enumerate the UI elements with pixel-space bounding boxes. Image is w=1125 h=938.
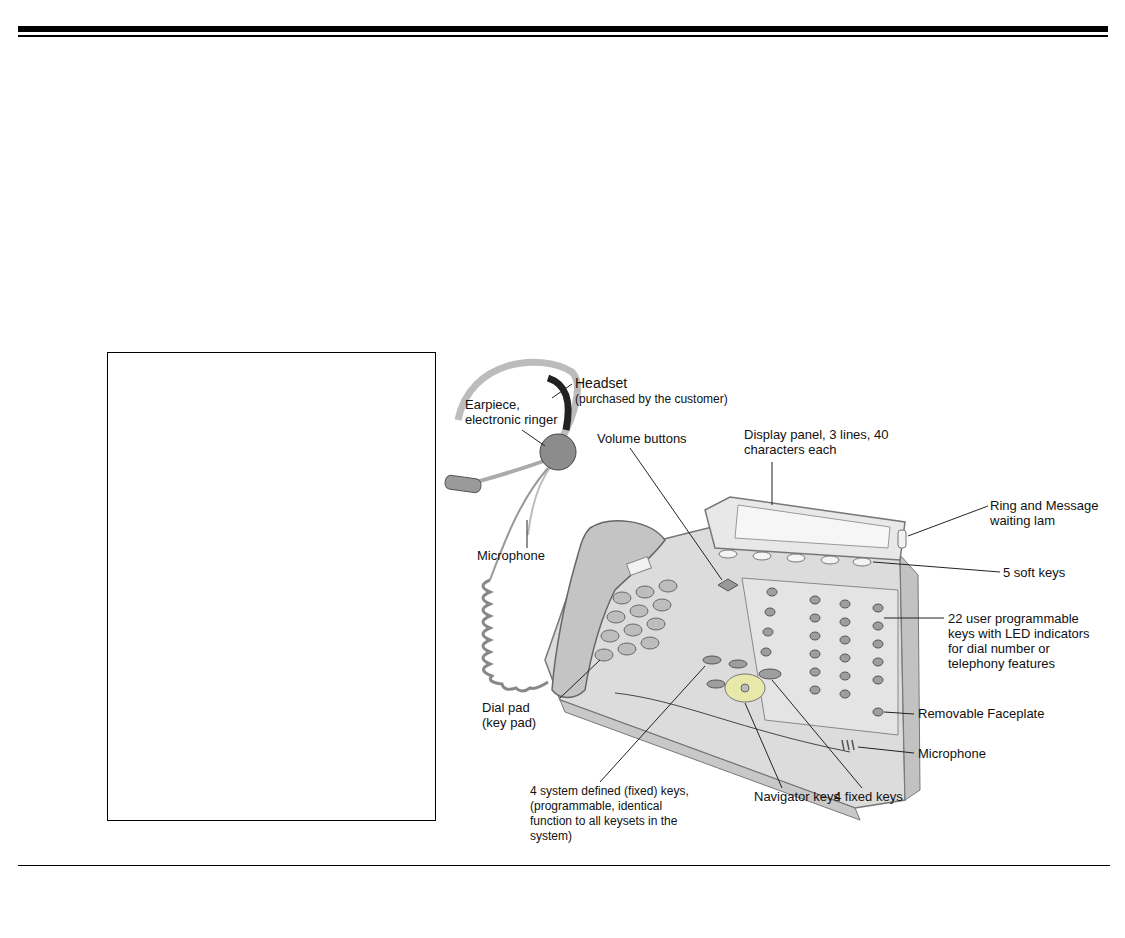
headset-note: (purchased by the customer) xyxy=(575,392,775,407)
faceplate-label: Removable Faceplate xyxy=(918,706,1068,721)
dialpad-label: Dial pad (key pad) xyxy=(482,700,554,730)
footer-rule xyxy=(18,865,1110,866)
hook-tab xyxy=(627,557,652,576)
ring-lamp xyxy=(898,530,906,548)
navigator-center xyxy=(741,684,749,692)
phone-side xyxy=(900,555,920,800)
progkeys-label: 22 user programmable keys with LED indic… xyxy=(948,611,1108,671)
empty-box xyxy=(108,353,436,821)
dial-pad xyxy=(595,580,677,661)
soft-keys xyxy=(719,550,871,566)
display-screen xyxy=(735,505,890,548)
earpiece-label: Earpiece, electronic ringer xyxy=(465,397,575,427)
programmable-keys xyxy=(761,588,883,716)
mic-slots xyxy=(842,740,854,750)
faceplate xyxy=(742,578,898,735)
volume-buttons xyxy=(718,579,738,591)
handset xyxy=(552,521,665,698)
headset-band xyxy=(458,362,577,438)
mic-capsule xyxy=(444,475,482,494)
leader-lines xyxy=(522,384,1000,788)
fixedkeys-label: 4 fixed keys xyxy=(834,789,934,804)
display-label: Display panel, 3 lines, 40 characters ea… xyxy=(744,427,934,457)
microphone-label: Microphone xyxy=(477,548,567,563)
mic-boom xyxy=(470,458,552,484)
header-rule xyxy=(18,26,1108,32)
coiled-cord xyxy=(483,580,548,691)
microphone-label: Microphone xyxy=(918,746,1028,761)
header-rule xyxy=(18,35,1108,37)
volume-label: Volume buttons xyxy=(597,431,707,446)
softkeys-label: 5 soft keys xyxy=(1003,565,1103,580)
navigator-keys xyxy=(725,674,765,702)
leader-line xyxy=(615,693,850,752)
headset-label: Headset xyxy=(575,376,635,391)
lamp-label: Ring and Message waiting lam xyxy=(990,498,1118,528)
fixedkeys-label: 4 system defined (fixed) keys, (programm… xyxy=(530,784,695,844)
mic-wire xyxy=(528,465,552,535)
display-panel xyxy=(705,497,905,560)
earpiece xyxy=(540,434,576,470)
headset-cord xyxy=(490,468,548,580)
